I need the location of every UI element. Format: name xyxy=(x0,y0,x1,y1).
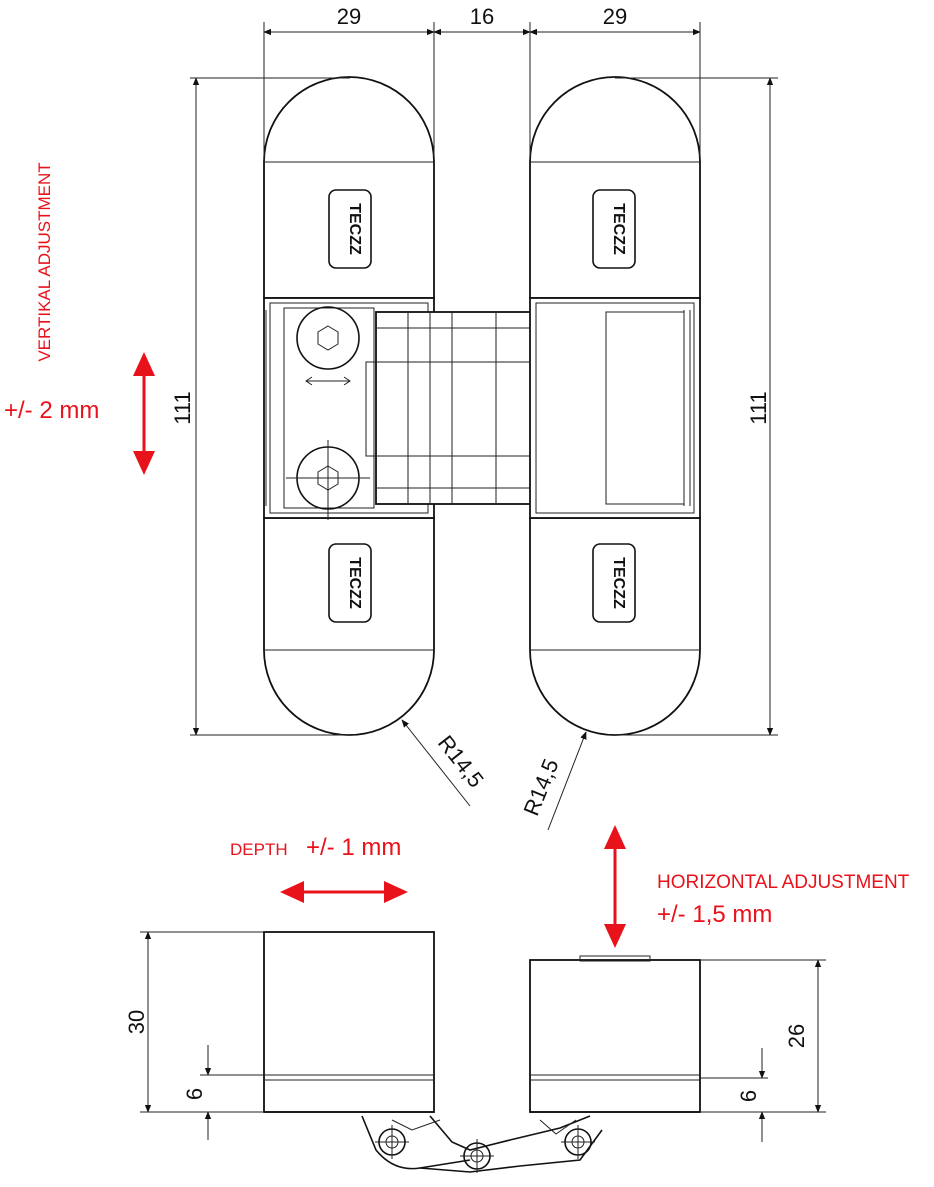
dim-side-left-small: 6 xyxy=(182,1088,207,1100)
hinge-linkage xyxy=(361,1115,603,1173)
svg-text:TECZZ: TECZZ xyxy=(610,203,627,255)
dim-right-height: 111 xyxy=(746,391,771,424)
screw-top xyxy=(296,306,360,370)
top-width-dimensions: 29 16 29 xyxy=(263,4,701,160)
logo-badge-top-left: TECZZ xyxy=(328,189,372,269)
dim-side-right-height: 26 xyxy=(784,1024,809,1048)
height-dimensions: 111 111 xyxy=(170,77,778,736)
svg-text:TECZZ: TECZZ xyxy=(610,557,627,609)
right-hinge-leaf xyxy=(529,76,701,736)
dim-side-left-height: 30 xyxy=(124,1010,149,1034)
dim-side-right-small: 6 xyxy=(736,1090,761,1102)
radius-callout-left: R14,5 xyxy=(401,719,489,807)
pivot-center xyxy=(460,1139,494,1173)
svg-text:DEPTH: DEPTH xyxy=(230,840,288,859)
svg-text:+/- 1 mm: +/- 1 mm xyxy=(306,834,401,861)
side-view-left-block xyxy=(263,931,435,1113)
dim-gap: 16 xyxy=(470,4,494,29)
dim-right-width: 29 xyxy=(603,4,627,29)
dim-left-width: 29 xyxy=(337,4,361,29)
svg-text:HORIZONTAL ADJUSTMENT: HORIZONTAL ADJUSTMENT xyxy=(657,872,910,893)
svg-text:+/- 2 mm: +/- 2 mm xyxy=(4,397,99,424)
screw-bottom xyxy=(286,440,370,520)
svg-text:R14,5: R14,5 xyxy=(433,731,489,793)
depth-adjustment-annotation: DEPTH +/- 1 mm xyxy=(230,834,408,903)
pivot-left xyxy=(375,1125,409,1159)
side-view-right-block xyxy=(529,955,701,1113)
pivot-right xyxy=(561,1125,595,1159)
svg-text:R14,5: R14,5 xyxy=(518,755,563,819)
svg-text:TECZZ: TECZZ xyxy=(346,203,363,255)
dim-left-height: 111 xyxy=(170,391,195,424)
svg-text:VERTIKAL ADJUSTMENT: VERTIKAL ADJUSTMENT xyxy=(35,162,54,361)
horizontal-adjustment-annotation: HORIZONTAL ADJUSTMENT +/- 1,5 mm xyxy=(604,825,910,948)
double-arrow-icon xyxy=(305,376,351,386)
vertical-adjustment-annotation: VERTIKAL ADJUSTMENT +/- 2 mm xyxy=(4,162,155,475)
svg-text:TECZZ: TECZZ xyxy=(346,557,363,609)
svg-text:+/- 1,5 mm: +/- 1,5 mm xyxy=(657,901,772,928)
logo-badge-bottom-right: TECZZ xyxy=(592,543,636,623)
side-left-dimensions: 30 6 xyxy=(124,931,264,1140)
side-right-dimensions: 26 6 xyxy=(700,959,826,1142)
radius-callout-right: R14,5 xyxy=(518,731,587,831)
logo-badge-top-right: TECZZ xyxy=(592,189,636,269)
logo-badge-bottom-left: TECZZ xyxy=(328,543,372,623)
